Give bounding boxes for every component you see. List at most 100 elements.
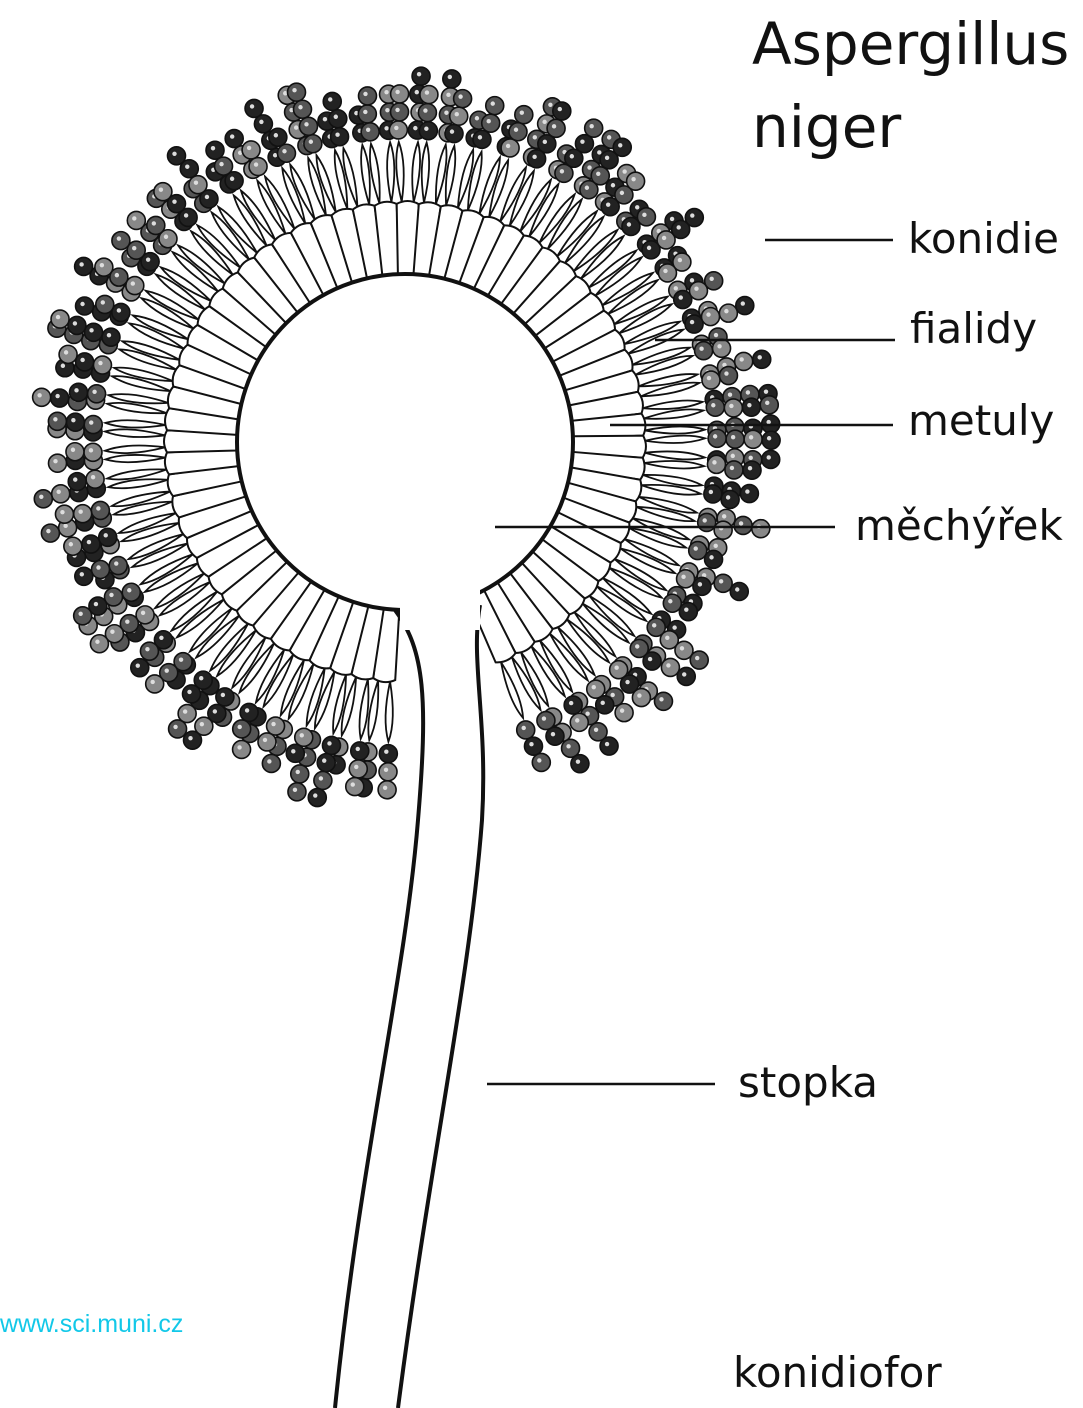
conidium-highlight [384, 750, 388, 754]
conidium-highlight [558, 107, 562, 111]
title-line-2: niger [752, 98, 901, 156]
conidium [615, 704, 633, 722]
conidium [693, 577, 711, 595]
conidium-highlight [765, 401, 769, 405]
conidium [269, 128, 287, 146]
conidium [420, 86, 438, 104]
conidium-highlight [533, 135, 537, 139]
conidium-highlight [592, 685, 596, 689]
conidium-highlight [259, 120, 263, 124]
conidium [64, 537, 82, 555]
conidium-highlight [605, 742, 609, 746]
conidium-highlight [213, 709, 217, 713]
conidium-highlight [395, 90, 399, 94]
conidium-highlight [730, 466, 734, 470]
conidium [713, 339, 731, 357]
conidium-highlight [566, 744, 570, 748]
conidium-highlight [551, 732, 555, 736]
conidium [329, 110, 347, 128]
conidium-highlight [610, 693, 614, 697]
conidium-highlight [89, 448, 93, 452]
conidium-highlight [663, 269, 667, 273]
phialide [107, 469, 166, 479]
conidium-highlight [625, 680, 629, 684]
conidium [322, 736, 340, 754]
phialide [105, 429, 165, 437]
conidium [91, 501, 109, 519]
conidium [705, 550, 723, 568]
conidium-highlight [394, 126, 398, 130]
conidium-highlight [729, 404, 733, 408]
conidium [308, 789, 326, 807]
conidium [258, 733, 276, 751]
conidium [59, 345, 77, 363]
conidium-highlight [63, 524, 67, 528]
conidium [389, 121, 407, 139]
conidium-highlight [529, 742, 533, 746]
conidium-highlight [702, 518, 706, 522]
conidium [74, 607, 92, 625]
conidium [677, 570, 695, 588]
conidium [445, 125, 463, 143]
conidium [225, 130, 243, 148]
conidium-highlight [110, 630, 114, 634]
conidium [743, 461, 761, 479]
conidium-highlight [713, 434, 717, 438]
conidium [547, 119, 565, 137]
conidium [361, 123, 379, 141]
conidium [112, 232, 130, 250]
conidium-highlight [141, 611, 145, 615]
conidium [501, 139, 519, 157]
conidium-highlight [211, 146, 215, 150]
conidium-highlight [764, 389, 768, 393]
conidium [473, 130, 491, 148]
conidium-highlight [487, 119, 491, 123]
conidium-highlight [293, 788, 297, 792]
conidium-highlight [728, 393, 732, 397]
conidium [33, 388, 51, 406]
conidium [109, 557, 127, 575]
conidium-highlight [115, 273, 119, 277]
conidium-highlight [666, 663, 670, 667]
conidium [632, 689, 650, 707]
conidium [515, 106, 533, 124]
conidium-highlight [351, 782, 355, 786]
conidium-highlight [132, 216, 136, 220]
conidium-highlight [46, 529, 50, 533]
conidium-highlight [712, 460, 716, 464]
conidium [690, 651, 708, 669]
conidium [75, 567, 93, 585]
conidium [74, 505, 92, 523]
conidium [358, 105, 376, 123]
conidium [734, 516, 752, 534]
conidium [735, 352, 753, 370]
conidium-highlight [194, 181, 198, 185]
conidium-highlight [91, 475, 95, 479]
conidium-highlight [274, 133, 278, 137]
conidium [82, 535, 100, 553]
phialide [643, 400, 703, 409]
conidium [379, 745, 397, 763]
conidium-highlight [548, 103, 552, 107]
conidium [706, 398, 724, 416]
conidium [419, 122, 437, 140]
conidium-highlight [726, 495, 730, 499]
conidium-highlight [117, 236, 121, 240]
conidium-highlight [679, 295, 683, 299]
conidium [724, 399, 742, 417]
conidium [627, 172, 645, 190]
conidium-highlight [199, 676, 203, 680]
conidium [291, 765, 309, 783]
conidium-highlight [647, 246, 651, 250]
phialide [645, 426, 705, 433]
conidium-highlight [424, 127, 428, 131]
conidium-highlight [87, 540, 91, 544]
conidium-highlight [676, 225, 680, 229]
conidium-highlight [711, 403, 715, 407]
conidium-highlight [542, 716, 546, 720]
conidium-highlight [620, 191, 624, 195]
conidium-highlight [537, 758, 541, 762]
conidium [76, 297, 94, 315]
conidium-highlight [200, 722, 204, 726]
